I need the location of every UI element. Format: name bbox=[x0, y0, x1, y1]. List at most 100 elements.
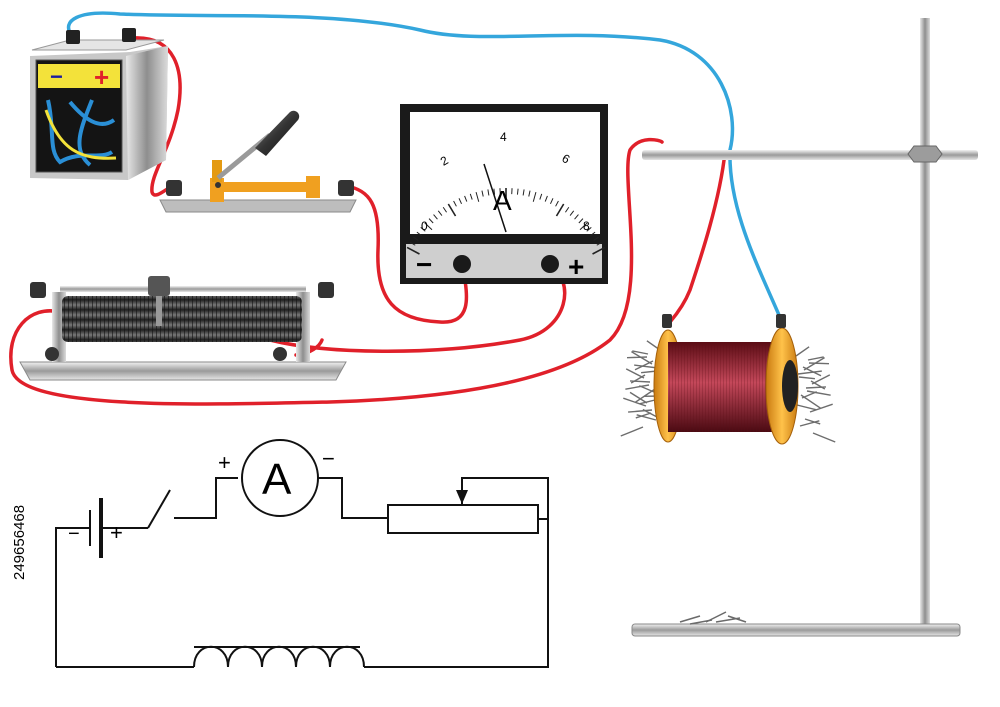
blue-wire bbox=[66, 11, 784, 324]
rheostat-terminal-left bbox=[30, 282, 46, 298]
schematic-rheostat-arrow bbox=[456, 490, 468, 504]
nail bbox=[808, 362, 830, 365]
nail bbox=[631, 351, 653, 365]
nail bbox=[628, 409, 653, 413]
ammeter-terminal-minus bbox=[453, 255, 471, 273]
ammeter-tick bbox=[453, 200, 457, 207]
rheostat-terminal-top-right bbox=[318, 282, 334, 298]
nail bbox=[796, 404, 817, 411]
ammeter-tick bbox=[409, 241, 416, 246]
nail bbox=[635, 412, 652, 419]
red-wire-battery-switch bbox=[130, 36, 182, 197]
nail bbox=[800, 394, 822, 410]
ammeter-tick bbox=[596, 241, 603, 246]
ammeter-tick bbox=[569, 210, 575, 216]
nail bbox=[809, 403, 833, 413]
ammeter-tick bbox=[493, 188, 496, 195]
switch-terminal-right bbox=[338, 180, 354, 196]
ammeter-tick bbox=[544, 195, 548, 202]
ammeter-tick bbox=[424, 222, 433, 231]
ammeter-tick bbox=[586, 227, 592, 232]
ammeter-tick bbox=[469, 193, 473, 200]
electromagnet bbox=[620, 314, 836, 445]
nail bbox=[799, 420, 820, 427]
nail bbox=[620, 426, 644, 437]
battery-minus-label: − bbox=[50, 64, 63, 89]
ammeter-tick bbox=[464, 195, 468, 202]
nail bbox=[629, 391, 648, 404]
schematic-ammeter-label: A bbox=[262, 455, 292, 504]
ammeter-scale-0: 0 bbox=[421, 219, 428, 233]
ammeter-tick bbox=[579, 222, 588, 231]
ammeter-tick bbox=[592, 246, 606, 255]
schematic-battery-minus: − bbox=[68, 523, 80, 545]
coil-terminal-left bbox=[662, 314, 672, 328]
attracted-nails-right bbox=[795, 346, 836, 443]
nail bbox=[626, 356, 648, 359]
ammeter-unit-label: A bbox=[493, 185, 512, 216]
ammeter-tick bbox=[406, 246, 420, 255]
nail bbox=[807, 356, 824, 361]
ammeter-tick bbox=[437, 210, 443, 216]
rheostat bbox=[19, 276, 347, 381]
ammeter-tick bbox=[574, 214, 579, 220]
nail bbox=[805, 386, 827, 389]
ammeter-minus-label: − bbox=[416, 249, 432, 280]
ammeter-tick bbox=[447, 203, 457, 217]
nail bbox=[642, 408, 658, 418]
schematic-coil bbox=[193, 645, 365, 668]
battery: − + bbox=[30, 28, 168, 180]
coil-terminal-right bbox=[776, 314, 786, 328]
ammeter-tick bbox=[555, 203, 565, 217]
nail bbox=[632, 350, 649, 355]
nail bbox=[625, 384, 650, 390]
nail bbox=[636, 414, 657, 421]
battery-terminal-minus bbox=[66, 30, 80, 44]
ammeter-tick bbox=[516, 188, 519, 195]
nail bbox=[629, 380, 651, 383]
ammeter-tick bbox=[428, 218, 434, 224]
ammeter-tick bbox=[416, 231, 422, 237]
schematic-battery-plus: + bbox=[110, 520, 123, 545]
schematic-ammeter-minus: − bbox=[322, 446, 335, 471]
nail bbox=[802, 366, 822, 377]
knife-switch bbox=[159, 110, 357, 213]
ammeter-tick bbox=[475, 191, 480, 202]
schematic-rheostat bbox=[387, 504, 539, 534]
retort-stand bbox=[631, 18, 978, 637]
schematic-ammeter-plus: + bbox=[218, 450, 231, 475]
ammeter: 0 2 4 6 8 A − + bbox=[400, 104, 608, 284]
rheostat-terminal-bottom bbox=[273, 347, 287, 361]
nail bbox=[797, 370, 822, 375]
battery-plus-label: + bbox=[94, 62, 109, 92]
ammeter-tick bbox=[413, 236, 419, 241]
ammeter-tick bbox=[532, 191, 537, 202]
ammeter-tick bbox=[458, 198, 462, 204]
ammeter-terminal-plus bbox=[541, 255, 559, 273]
ammeter-scale-8: 8 bbox=[583, 219, 590, 233]
red-wire-ammeter-rheostat bbox=[9, 137, 664, 406]
battery-terminal-plus bbox=[122, 28, 136, 42]
ammeter-scale-4: 4 bbox=[500, 130, 507, 144]
nail bbox=[634, 364, 659, 369]
ammeter-tick bbox=[555, 200, 559, 207]
ammeter-tick bbox=[593, 236, 599, 241]
circuit-schematic bbox=[55, 439, 549, 668]
ammeter-tick bbox=[522, 189, 525, 196]
schematic-switch bbox=[147, 489, 171, 529]
ammeter-tick bbox=[420, 227, 426, 232]
schematic-labels: − + + A − bbox=[68, 446, 335, 545]
nail bbox=[812, 432, 836, 443]
switch-handle bbox=[255, 110, 300, 156]
nail bbox=[798, 376, 815, 380]
ammeter-tick bbox=[590, 231, 596, 237]
ammeter-tick bbox=[565, 206, 570, 213]
nail bbox=[806, 390, 831, 396]
nail bbox=[795, 346, 810, 357]
red-wire-coil bbox=[668, 150, 727, 324]
nail bbox=[634, 360, 654, 371]
ammeter-plus-label: + bbox=[568, 251, 584, 282]
nail bbox=[623, 397, 647, 407]
ammeter-tick bbox=[539, 193, 543, 200]
